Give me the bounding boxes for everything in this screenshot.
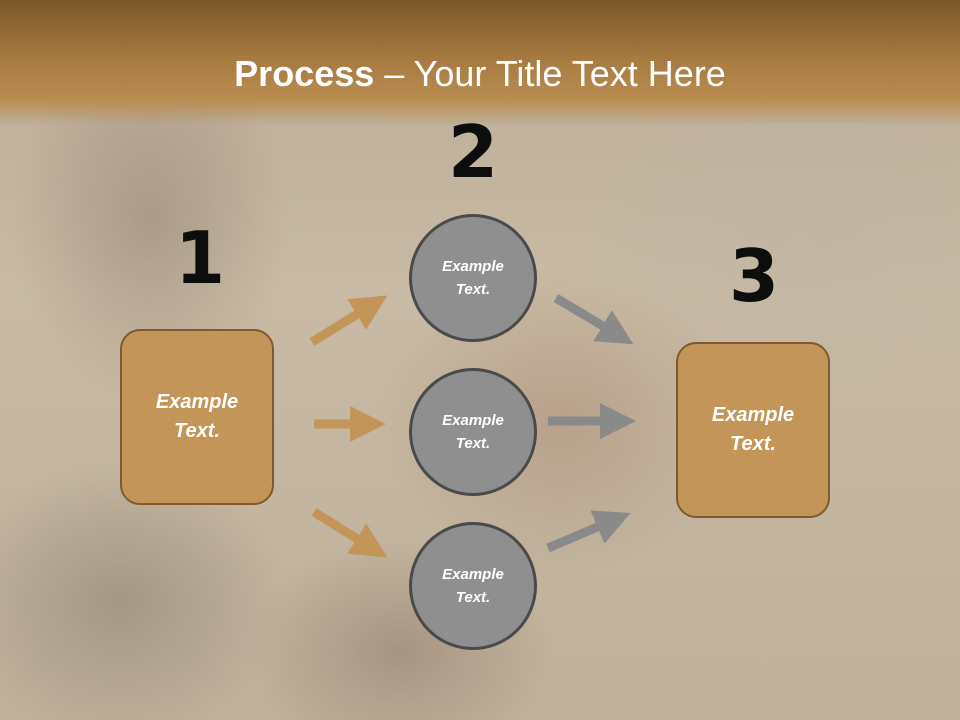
middle-circle-line-1: Example bbox=[442, 412, 504, 429]
title-rest-part: – Your Title Text Here bbox=[374, 53, 726, 94]
bottom-circle-line-1: Example bbox=[442, 566, 504, 583]
step-number-2: 2 bbox=[447, 110, 499, 194]
middle-circle-line-2: Text. bbox=[455, 435, 491, 452]
slide-title: Process – Your Title Text Here bbox=[0, 52, 960, 96]
right-box-line-2: Text. bbox=[730, 433, 776, 455]
right-box-line-1: Example bbox=[711, 404, 795, 426]
arrow-top-to-right bbox=[553, 294, 634, 345]
left-box-line-2: Text. bbox=[174, 420, 220, 442]
step-number-1: 1 bbox=[174, 216, 226, 300]
top-circle-line-2: Text. bbox=[455, 281, 491, 298]
title-bar bbox=[0, 0, 960, 125]
left-box-line-1: Example bbox=[155, 391, 239, 413]
arrow-left-to-top bbox=[309, 295, 388, 346]
step-number-3: 3 bbox=[728, 234, 780, 318]
title-bold-part: Process bbox=[234, 53, 375, 94]
top-circle-line-1: Example bbox=[442, 258, 504, 275]
bottom-circle-line-2: Text. bbox=[455, 589, 491, 606]
arrow-left-to-bottom bbox=[311, 508, 388, 558]
arrow-bottom-to-right bbox=[546, 510, 631, 553]
